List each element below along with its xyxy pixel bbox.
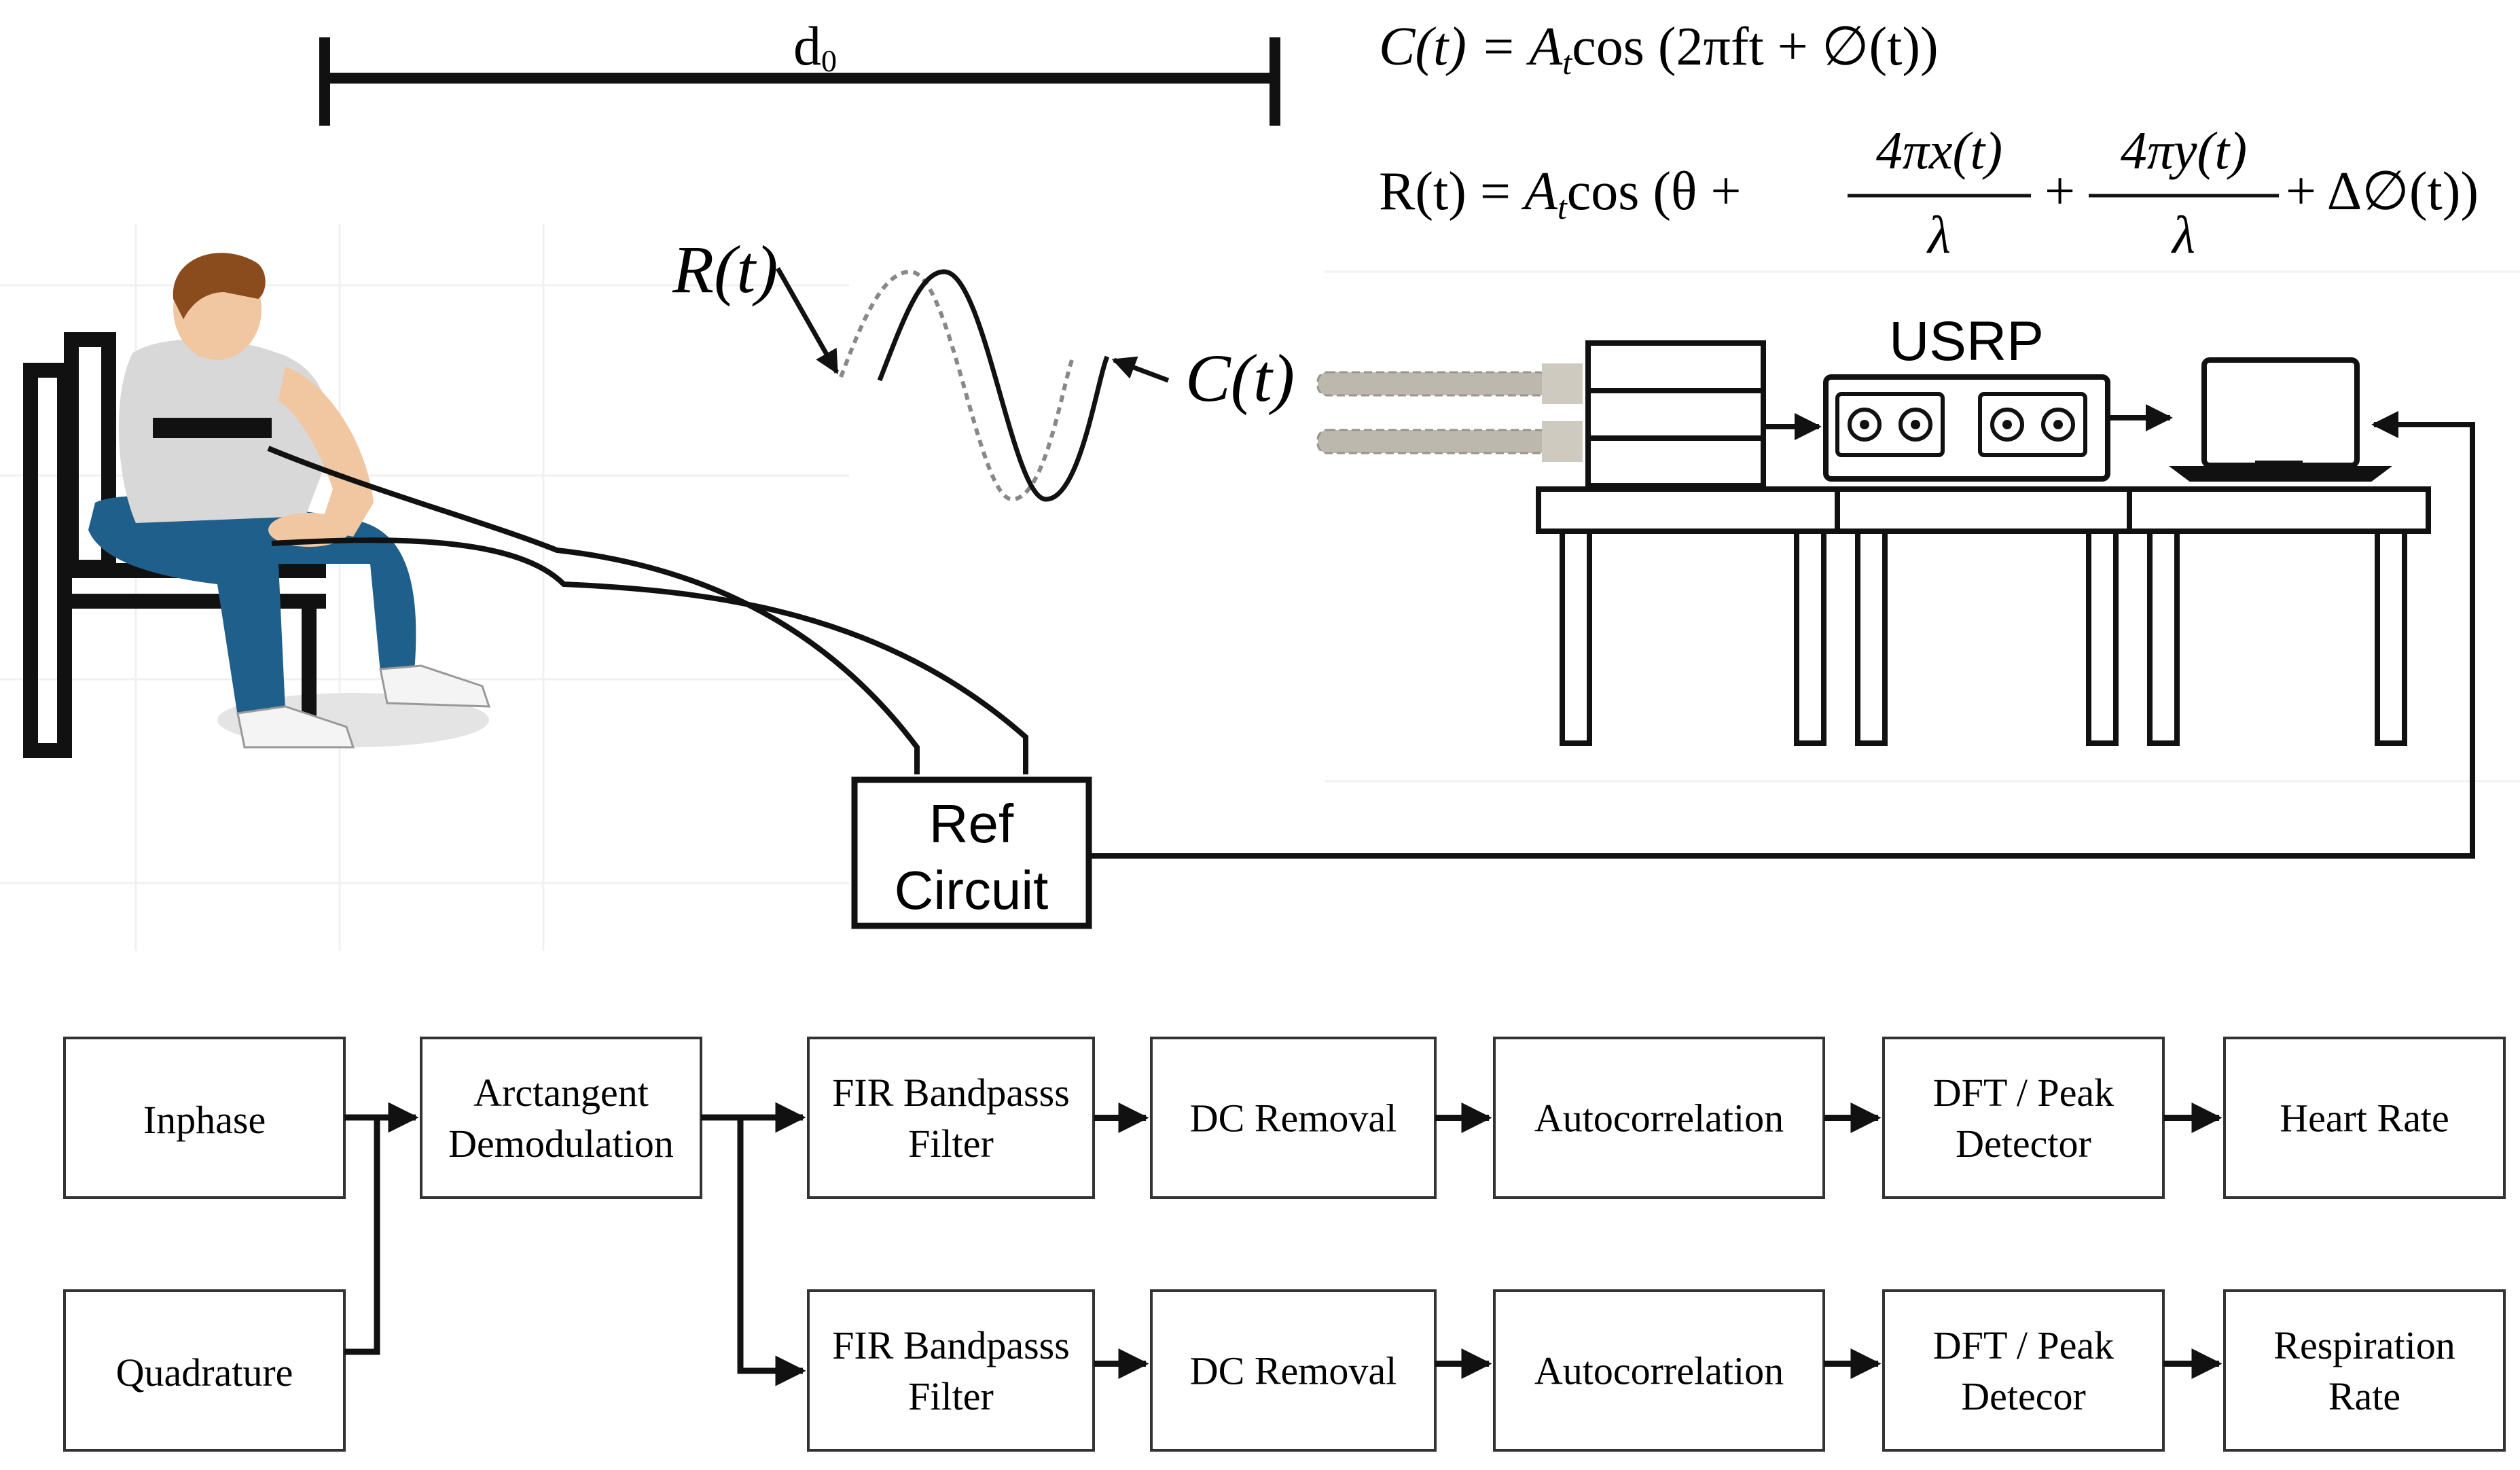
distance-label: d0 xyxy=(793,15,837,78)
quadrature-block: Quadrature xyxy=(63,1289,346,1452)
chest-sensor xyxy=(153,418,272,438)
processing-pipeline: Inphase Quadrature Arctangent Demodulati… xyxy=(63,1037,2506,1452)
heart-rate-output-block: Heart Rate xyxy=(2223,1037,2506,1199)
respiration-rate-output-label: Respiration xyxy=(2273,1323,2455,1367)
fir-filter-resp-label: FIR Bandpasss xyxy=(832,1323,1070,1367)
received-signal-label: R(t) xyxy=(672,232,778,307)
ref-circuit-label-line2: Circuit xyxy=(895,860,1049,920)
svg-text:Arctangent: Arctangent xyxy=(473,1071,649,1115)
svg-text:R(t) = Atcos (θ +: R(t) = Atcos (θ + xyxy=(1379,162,1741,226)
ref-to-laptop-link xyxy=(1089,411,2475,859)
autocorrelation-resp-block: Autocorrelation xyxy=(1493,1289,1825,1452)
signal-waveforms xyxy=(775,267,1170,502)
peak-detector-heart-label: DFT / Peak xyxy=(1933,1071,2114,1115)
ref-circuit-label-line1: Ref xyxy=(929,793,1014,854)
transmitted-wave xyxy=(877,269,1110,502)
peak-detector-resp-label: DFT / Peak xyxy=(1933,1323,2114,1367)
table xyxy=(1536,486,2431,746)
peak-detector-heart-label: Detector xyxy=(1956,1122,2091,1166)
svg-text:+: + xyxy=(2045,162,2075,221)
transmitted-signal-label: C(t) xyxy=(1185,340,1295,416)
fir-filter-resp-label: Filter xyxy=(908,1374,994,1418)
laptop xyxy=(2169,357,2392,482)
usrp-label: USRP xyxy=(1889,310,2044,372)
respiration-rate-output-label: Rate xyxy=(2328,1374,2400,1418)
received-wave xyxy=(839,269,1075,502)
autocorrelation-resp-label: Autocorrelation xyxy=(1534,1349,1784,1393)
dc-removal-heart-label: DC Removal xyxy=(1190,1096,1397,1141)
usrp-device: USRP xyxy=(1823,310,2110,482)
inphase-block: Inphase xyxy=(63,1037,346,1199)
svg-text:Demodulation: Demodulation xyxy=(448,1122,674,1166)
heart-rate-output-label: Heart Rate xyxy=(2280,1096,2449,1141)
subject-illustration xyxy=(23,253,491,758)
svg-text:λ: λ xyxy=(2171,205,2195,264)
svg-text:4πy(t): 4πy(t) xyxy=(2121,121,2247,180)
peak-detector-resp-label: Detecor xyxy=(1961,1374,2086,1418)
autocorrelation-heart-block: Autocorrelation xyxy=(1493,1037,1825,1199)
svg-text:4πx(t): 4πx(t) xyxy=(1876,121,2002,180)
dc-removal-resp-block: DC Removal xyxy=(1150,1289,1437,1452)
distance-marker: d0 xyxy=(319,15,1280,126)
sensor-cables xyxy=(267,446,1028,774)
autocorrelation-heart-label: Autocorrelation xyxy=(1534,1096,1784,1141)
pipeline-connectors xyxy=(344,1102,806,1386)
arctangent-demodulation-block: Arctangent Demodulation xyxy=(420,1037,702,1199)
ref-circuit-box: Ref Circuit xyxy=(851,776,1092,929)
rf-frontend-stack xyxy=(1585,340,1766,488)
equations: C(t) = Atcos (2πft + ∅(t)) R(t) = Atcos … xyxy=(1379,17,2479,264)
svg-text:Inphase: Inphase xyxy=(143,1098,266,1142)
svg-text:Quadrature: Quadrature xyxy=(116,1350,293,1395)
carrier-equation: C(t) = Atcos (2πft + ∅(t)) xyxy=(1379,17,1939,82)
dc-removal-resp-label: DC Removal xyxy=(1190,1349,1397,1393)
received-equation: R(t) = Atcos (θ + 4πx(t) λ + 4πy(t) λ + … xyxy=(1379,121,2479,264)
antenna-array xyxy=(1316,363,1583,462)
svg-text:λ: λ xyxy=(1926,205,1951,264)
fir-filter-heart-label: FIR Bandpasss xyxy=(832,1071,1070,1115)
fir-filter-heart-label: Filter xyxy=(908,1122,994,1166)
svg-text:+ Δ∅(t)): + Δ∅(t)) xyxy=(2286,162,2479,221)
dc-removal-heart-block: DC Removal xyxy=(1150,1037,1437,1199)
